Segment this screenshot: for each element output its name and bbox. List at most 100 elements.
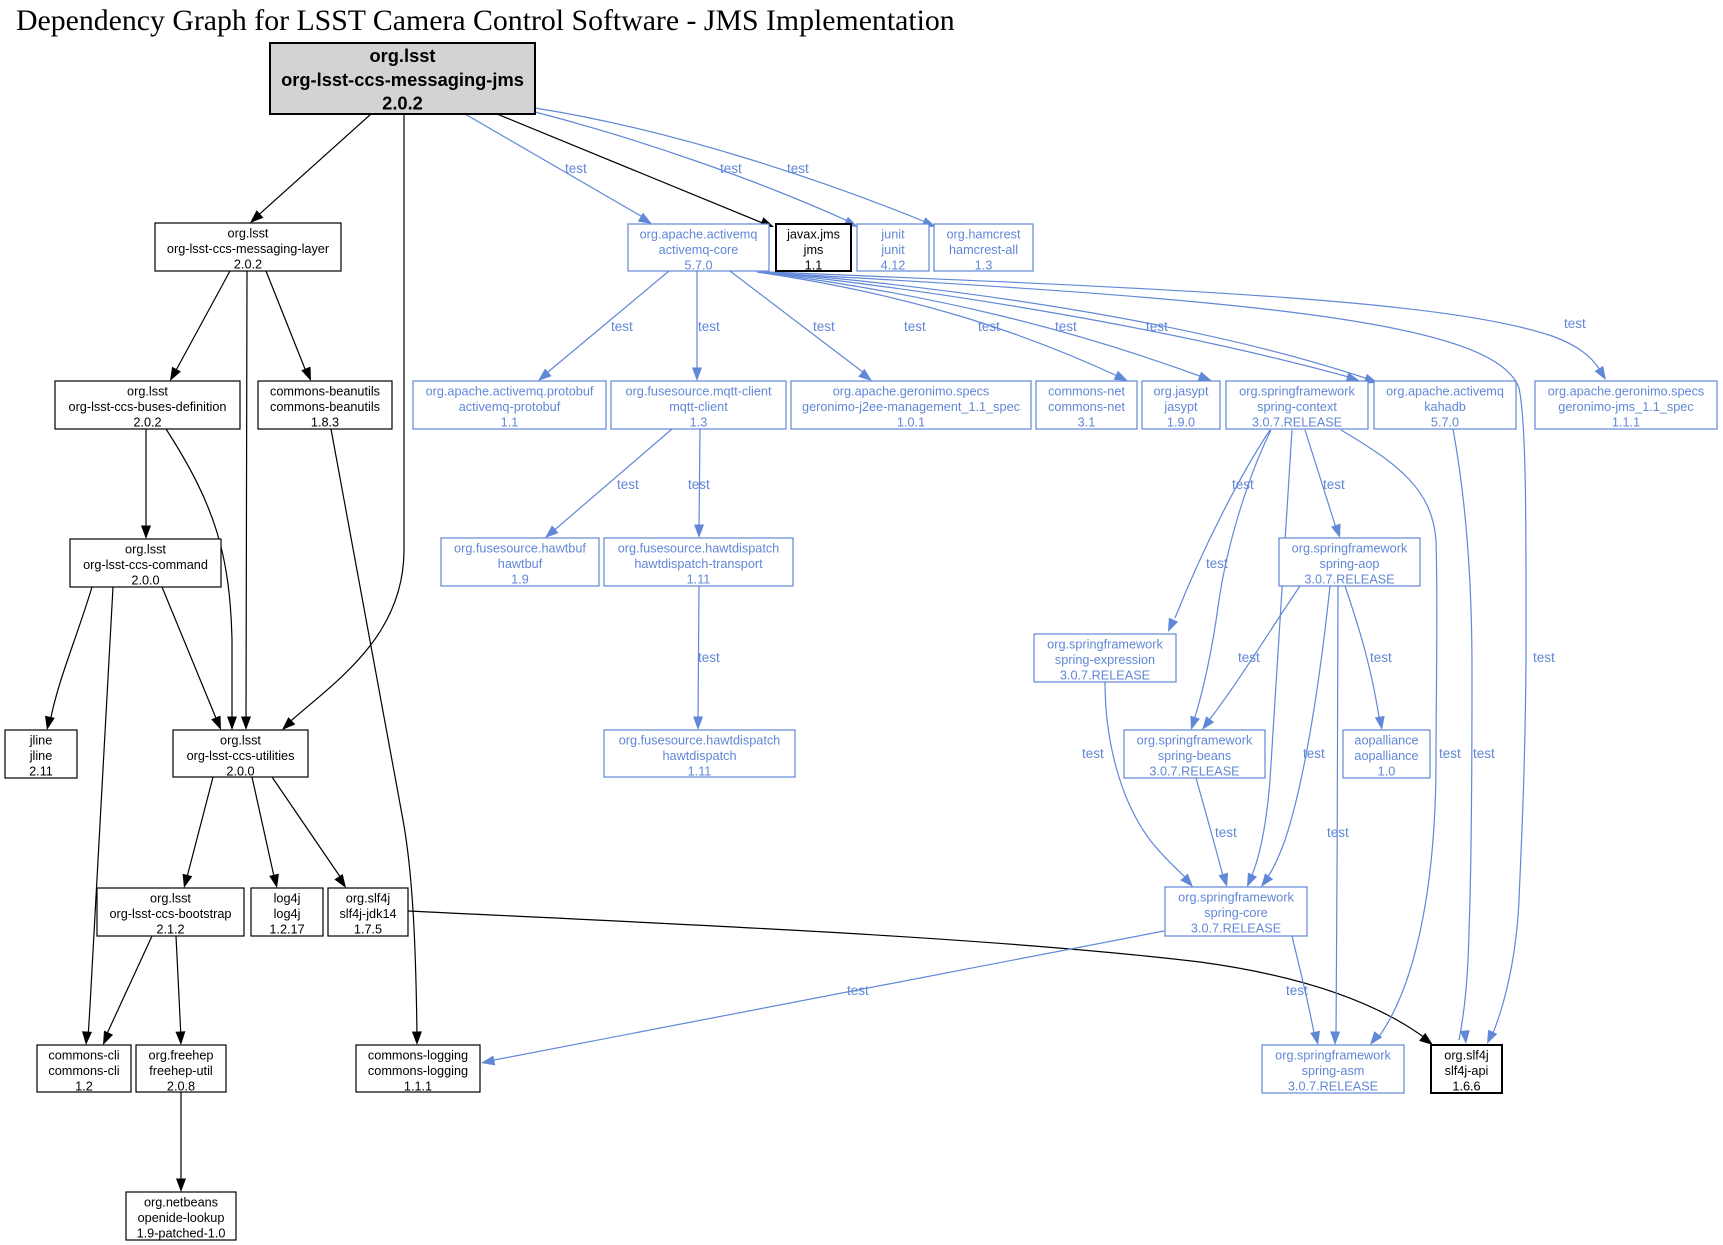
svg-text:test: test (1327, 825, 1349, 840)
svg-text:hawtdispatch-transport: hawtdispatch-transport (634, 557, 763, 571)
svg-text:activemq-core: activemq-core (659, 243, 739, 257)
svg-text:org.slf4j: org.slf4j (1444, 1049, 1488, 1063)
svg-text:org.springframework: org.springframework (1239, 385, 1355, 399)
svg-text:org.springframework: org.springframework (1047, 638, 1163, 652)
svg-text:1.1: 1.1 (501, 416, 519, 430)
svg-text:junit: junit (880, 243, 905, 257)
svg-text:commons-cli: commons-cli (48, 1064, 119, 1078)
svg-text:org.netbeans: org.netbeans (144, 1196, 218, 1210)
svg-text:3.0.7.RELEASE: 3.0.7.RELEASE (1060, 669, 1150, 683)
svg-text:org.lsst: org.lsst (150, 892, 191, 906)
svg-text:org.apache.activemq: org.apache.activemq (640, 228, 758, 242)
svg-text:test: test (1473, 746, 1495, 761)
svg-text:test: test (1370, 650, 1392, 665)
svg-text:org.apache.activemq.protobuf: org.apache.activemq.protobuf (426, 385, 594, 399)
svg-text:3.0.7.RELEASE: 3.0.7.RELEASE (1304, 573, 1394, 587)
svg-text:org.springframework: org.springframework (1275, 1049, 1391, 1063)
svg-text:test: test (1439, 746, 1461, 761)
svg-text:test: test (813, 319, 835, 334)
svg-text:mqtt-client: mqtt-client (669, 400, 728, 414)
svg-text:spring-aop: spring-aop (1320, 557, 1380, 571)
svg-text:test: test (698, 319, 720, 334)
svg-text:org.apache.geronimo.specs: org.apache.geronimo.specs (1548, 385, 1705, 399)
svg-text:test: test (1206, 556, 1228, 571)
svg-text:1.7.5: 1.7.5 (354, 923, 382, 937)
svg-text:1.9-patched-1.0: 1.9-patched-1.0 (137, 1227, 226, 1241)
svg-text:org.lsst: org.lsst (220, 734, 261, 748)
svg-text:2.0.8: 2.0.8 (167, 1080, 195, 1094)
svg-text:test: test (1303, 746, 1325, 761)
svg-text:spring-context: spring-context (1257, 400, 1337, 414)
svg-text:org.springframework: org.springframework (1178, 891, 1294, 905)
svg-text:org-lsst-ccs-buses-definition: org-lsst-ccs-buses-definition (69, 400, 227, 414)
svg-text:3.1: 3.1 (1078, 416, 1096, 430)
svg-text:org.lsst: org.lsst (228, 227, 269, 241)
svg-text:hawtbuf: hawtbuf (498, 557, 543, 571)
svg-text:4.12: 4.12 (881, 259, 906, 273)
svg-text:1.0.1: 1.0.1 (897, 416, 925, 430)
svg-text:org-lsst-ccs-messaging-layer: org-lsst-ccs-messaging-layer (167, 242, 330, 256)
svg-text:Dependency Graph for LSST Came: Dependency Graph for LSST Camera Control… (16, 4, 955, 37)
svg-text:test: test (847, 983, 869, 998)
svg-text:commons-cli: commons-cli (48, 1049, 119, 1063)
svg-text:2.0.2: 2.0.2 (133, 416, 161, 430)
svg-text:test: test (1055, 319, 1077, 334)
svg-text:spring-expression: spring-expression (1055, 653, 1155, 667)
svg-text:aopalliance: aopalliance (1354, 734, 1418, 748)
svg-text:commons-logging: commons-logging (368, 1049, 468, 1063)
svg-text:jms: jms (803, 243, 824, 257)
svg-text:test: test (565, 161, 587, 176)
svg-text:test: test (617, 477, 639, 492)
svg-text:1.11: 1.11 (688, 765, 712, 779)
svg-text:1.8.3: 1.8.3 (311, 416, 339, 430)
svg-text:1.0: 1.0 (1378, 765, 1396, 779)
svg-text:test: test (1533, 650, 1555, 665)
svg-text:3.0.7.RELEASE: 3.0.7.RELEASE (1149, 765, 1239, 779)
svg-text:1.9.0: 1.9.0 (1167, 416, 1195, 430)
svg-text:jasypt: jasypt (1163, 400, 1198, 414)
svg-text:3.0.7.RELEASE: 3.0.7.RELEASE (1191, 922, 1281, 936)
svg-text:2.11: 2.11 (29, 765, 53, 779)
svg-text:test: test (1232, 477, 1254, 492)
svg-text:2.0.0: 2.0.0 (226, 765, 254, 779)
svg-text:2.0.0: 2.0.0 (131, 574, 159, 588)
svg-text:activemq-protobuf: activemq-protobuf (459, 400, 561, 414)
svg-text:1.3: 1.3 (975, 259, 993, 273)
svg-text:3.0.7.RELEASE: 3.0.7.RELEASE (1288, 1080, 1378, 1094)
svg-text:org.lsst: org.lsst (125, 543, 166, 557)
svg-text:1.1.1: 1.1.1 (404, 1080, 432, 1094)
svg-text:test: test (1564, 316, 1586, 331)
svg-text:2.0.2: 2.0.2 (382, 93, 423, 114)
svg-text:kahadb: kahadb (1424, 400, 1466, 414)
svg-text:org.fusesource.hawtdispatch: org.fusesource.hawtdispatch (619, 734, 781, 748)
svg-text:1.1.1: 1.1.1 (1612, 416, 1640, 430)
svg-text:commons-net: commons-net (1048, 400, 1125, 414)
svg-text:hamcrest-all: hamcrest-all (949, 243, 1018, 257)
svg-text:org-lsst-ccs-command: org-lsst-ccs-command (83, 558, 208, 572)
svg-text:junit: junit (880, 228, 905, 242)
svg-text:test: test (720, 161, 742, 176)
svg-text:test: test (978, 319, 1000, 334)
svg-text:test: test (787, 161, 809, 176)
svg-text:commons-beanutils: commons-beanutils (270, 385, 380, 399)
svg-text:2.0.2: 2.0.2 (234, 258, 262, 272)
svg-text:org.springframework: org.springframework (1137, 734, 1253, 748)
svg-text:5.7.0: 5.7.0 (1431, 416, 1459, 430)
svg-text:org-lsst-ccs-messaging-jms: org-lsst-ccs-messaging-jms (281, 69, 524, 90)
svg-text:org.freehep: org.freehep (149, 1049, 214, 1063)
svg-text:2.1.2: 2.1.2 (156, 923, 184, 937)
svg-text:test: test (1146, 319, 1168, 334)
svg-text:3.0.7.RELEASE: 3.0.7.RELEASE (1252, 416, 1342, 430)
svg-text:geronimo-j2ee-management_1.1_s: geronimo-j2ee-management_1.1_spec (802, 400, 1021, 414)
svg-text:commons-net: commons-net (1048, 385, 1125, 399)
svg-text:hawtdispatch: hawtdispatch (662, 749, 736, 763)
svg-text:1.9: 1.9 (511, 573, 529, 587)
svg-text:test: test (1323, 477, 1345, 492)
svg-text:slf4j-jdk14: slf4j-jdk14 (339, 907, 396, 921)
svg-text:spring-core: spring-core (1204, 906, 1267, 920)
svg-text:freehep-util: freehep-util (149, 1064, 212, 1078)
svg-text:javax.jms: javax.jms (786, 228, 840, 242)
svg-text:org.fusesource.hawtbuf: org.fusesource.hawtbuf (454, 542, 586, 556)
svg-text:commons-logging: commons-logging (368, 1064, 468, 1078)
svg-text:1.2.17: 1.2.17 (269, 923, 304, 937)
